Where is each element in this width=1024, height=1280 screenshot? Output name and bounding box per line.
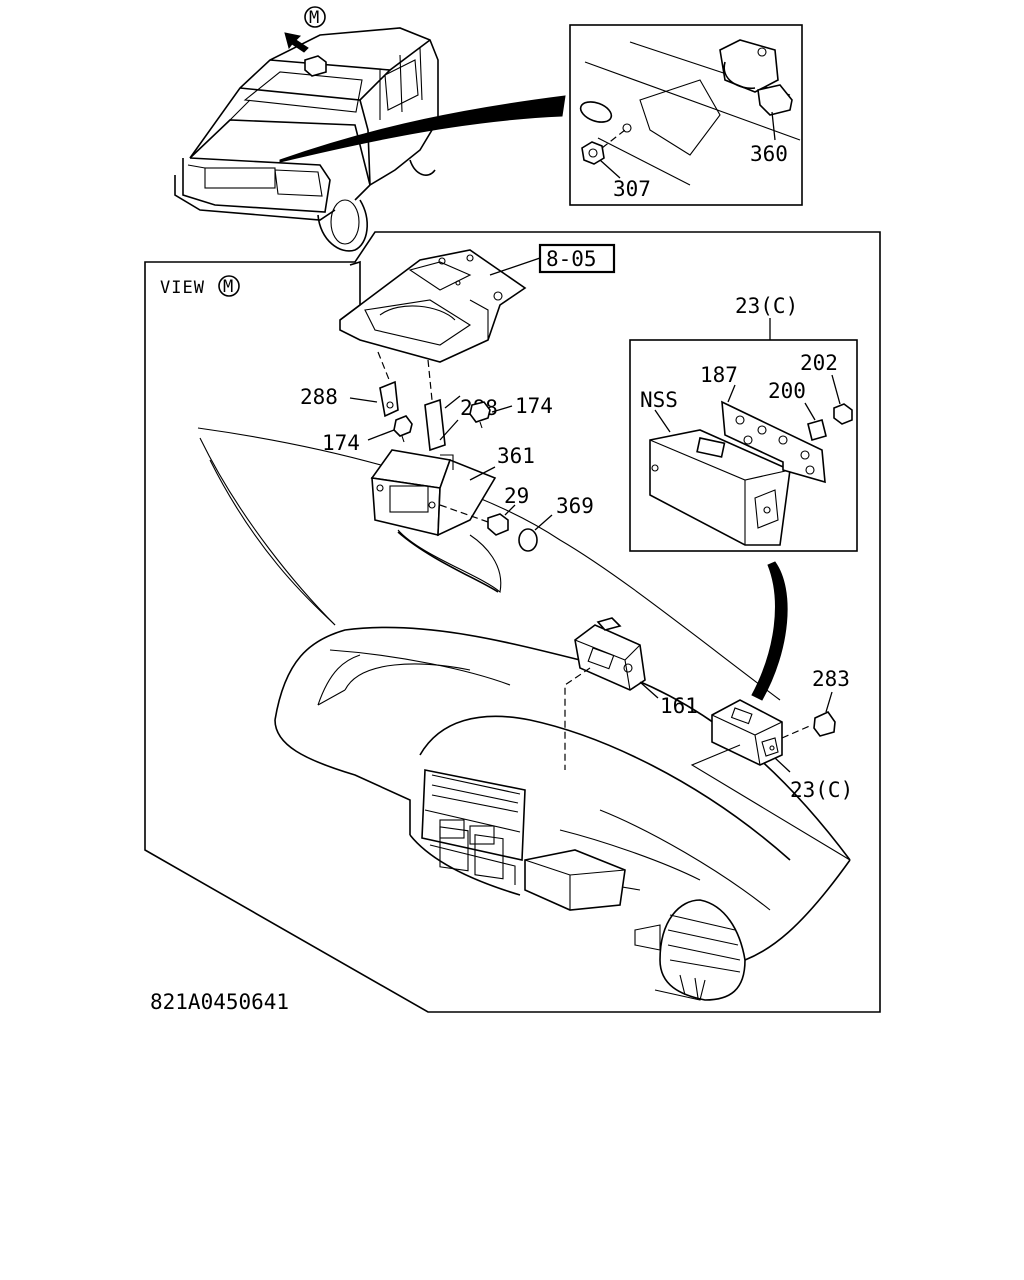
view-marker: M [223, 277, 234, 297]
control-unit-detail-box: 23(C) 187 NSS 200 202 [629, 294, 858, 552]
callout-23c-top: 23(C) [735, 294, 798, 318]
drawing-code: 821A0450641 [150, 990, 289, 1014]
switch-161: 161 [564, 617, 698, 770]
callout-202: 202 [800, 351, 838, 375]
callout-288-left: 288 [300, 385, 338, 409]
top-view-marker: M [309, 8, 320, 28]
windshield-lines [197, 427, 781, 701]
callout-174-left: 174 [322, 431, 360, 455]
callout-nss: NSS [640, 388, 678, 412]
control-unit-installed: 283 23(C) [690, 667, 853, 861]
mounting-bracket [339, 249, 527, 363]
detail-arrow [751, 561, 788, 701]
callout-360: 360 [750, 142, 788, 166]
reference-box-label: 8-05 [546, 247, 597, 271]
callout-283: 283 [812, 667, 850, 691]
view-label: VIEW [160, 278, 205, 298]
callout-200: 200 [768, 379, 806, 403]
sensor-detail-box: 360 307 [569, 24, 803, 206]
callout-161: 161 [660, 694, 698, 718]
callout-361: 361 [497, 444, 535, 468]
callout-307: 307 [613, 177, 651, 201]
clips-and-screws: 288 174 288 174 [300, 351, 553, 455]
callout-187: 187 [700, 363, 738, 387]
callout-174-right: 174 [515, 394, 553, 418]
view-frame [144, 231, 881, 1013]
callout-369: 369 [556, 494, 594, 518]
callout-29: 29 [504, 484, 529, 508]
mirror-module: 361 29 369 [370, 444, 594, 594]
callout-23c-bottom: 23(C) [790, 778, 853, 802]
vehicle-illustration: M [174, 6, 566, 252]
